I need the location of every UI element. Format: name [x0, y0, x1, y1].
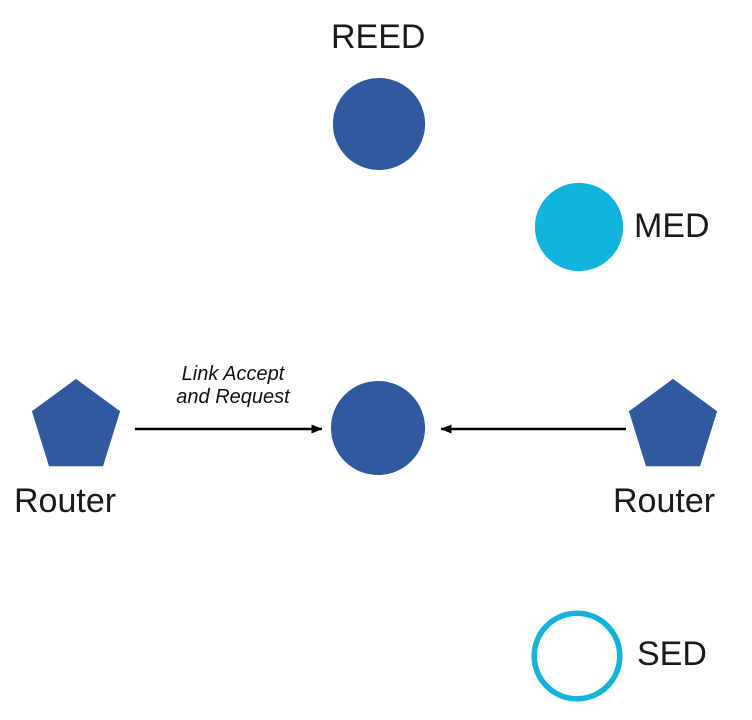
- med-node-label: MED: [634, 207, 710, 245]
- router-node-icon[interactable]: [628, 377, 718, 469]
- leader-node-icon[interactable]: [330, 380, 426, 476]
- reed-node-label: REED: [331, 18, 426, 56]
- router-right-label: Router: [613, 482, 716, 520]
- router-left-label: Router: [14, 482, 117, 520]
- sed-node-label: SED: [637, 635, 707, 673]
- sed-node-icon[interactable]: [531, 610, 623, 702]
- router-node-icon[interactable]: [31, 377, 121, 469]
- reed-node-icon[interactable]: [332, 77, 426, 171]
- link-accept-request-edge-label: Link Accept and Request: [176, 363, 290, 408]
- med-node-icon[interactable]: [534, 182, 624, 272]
